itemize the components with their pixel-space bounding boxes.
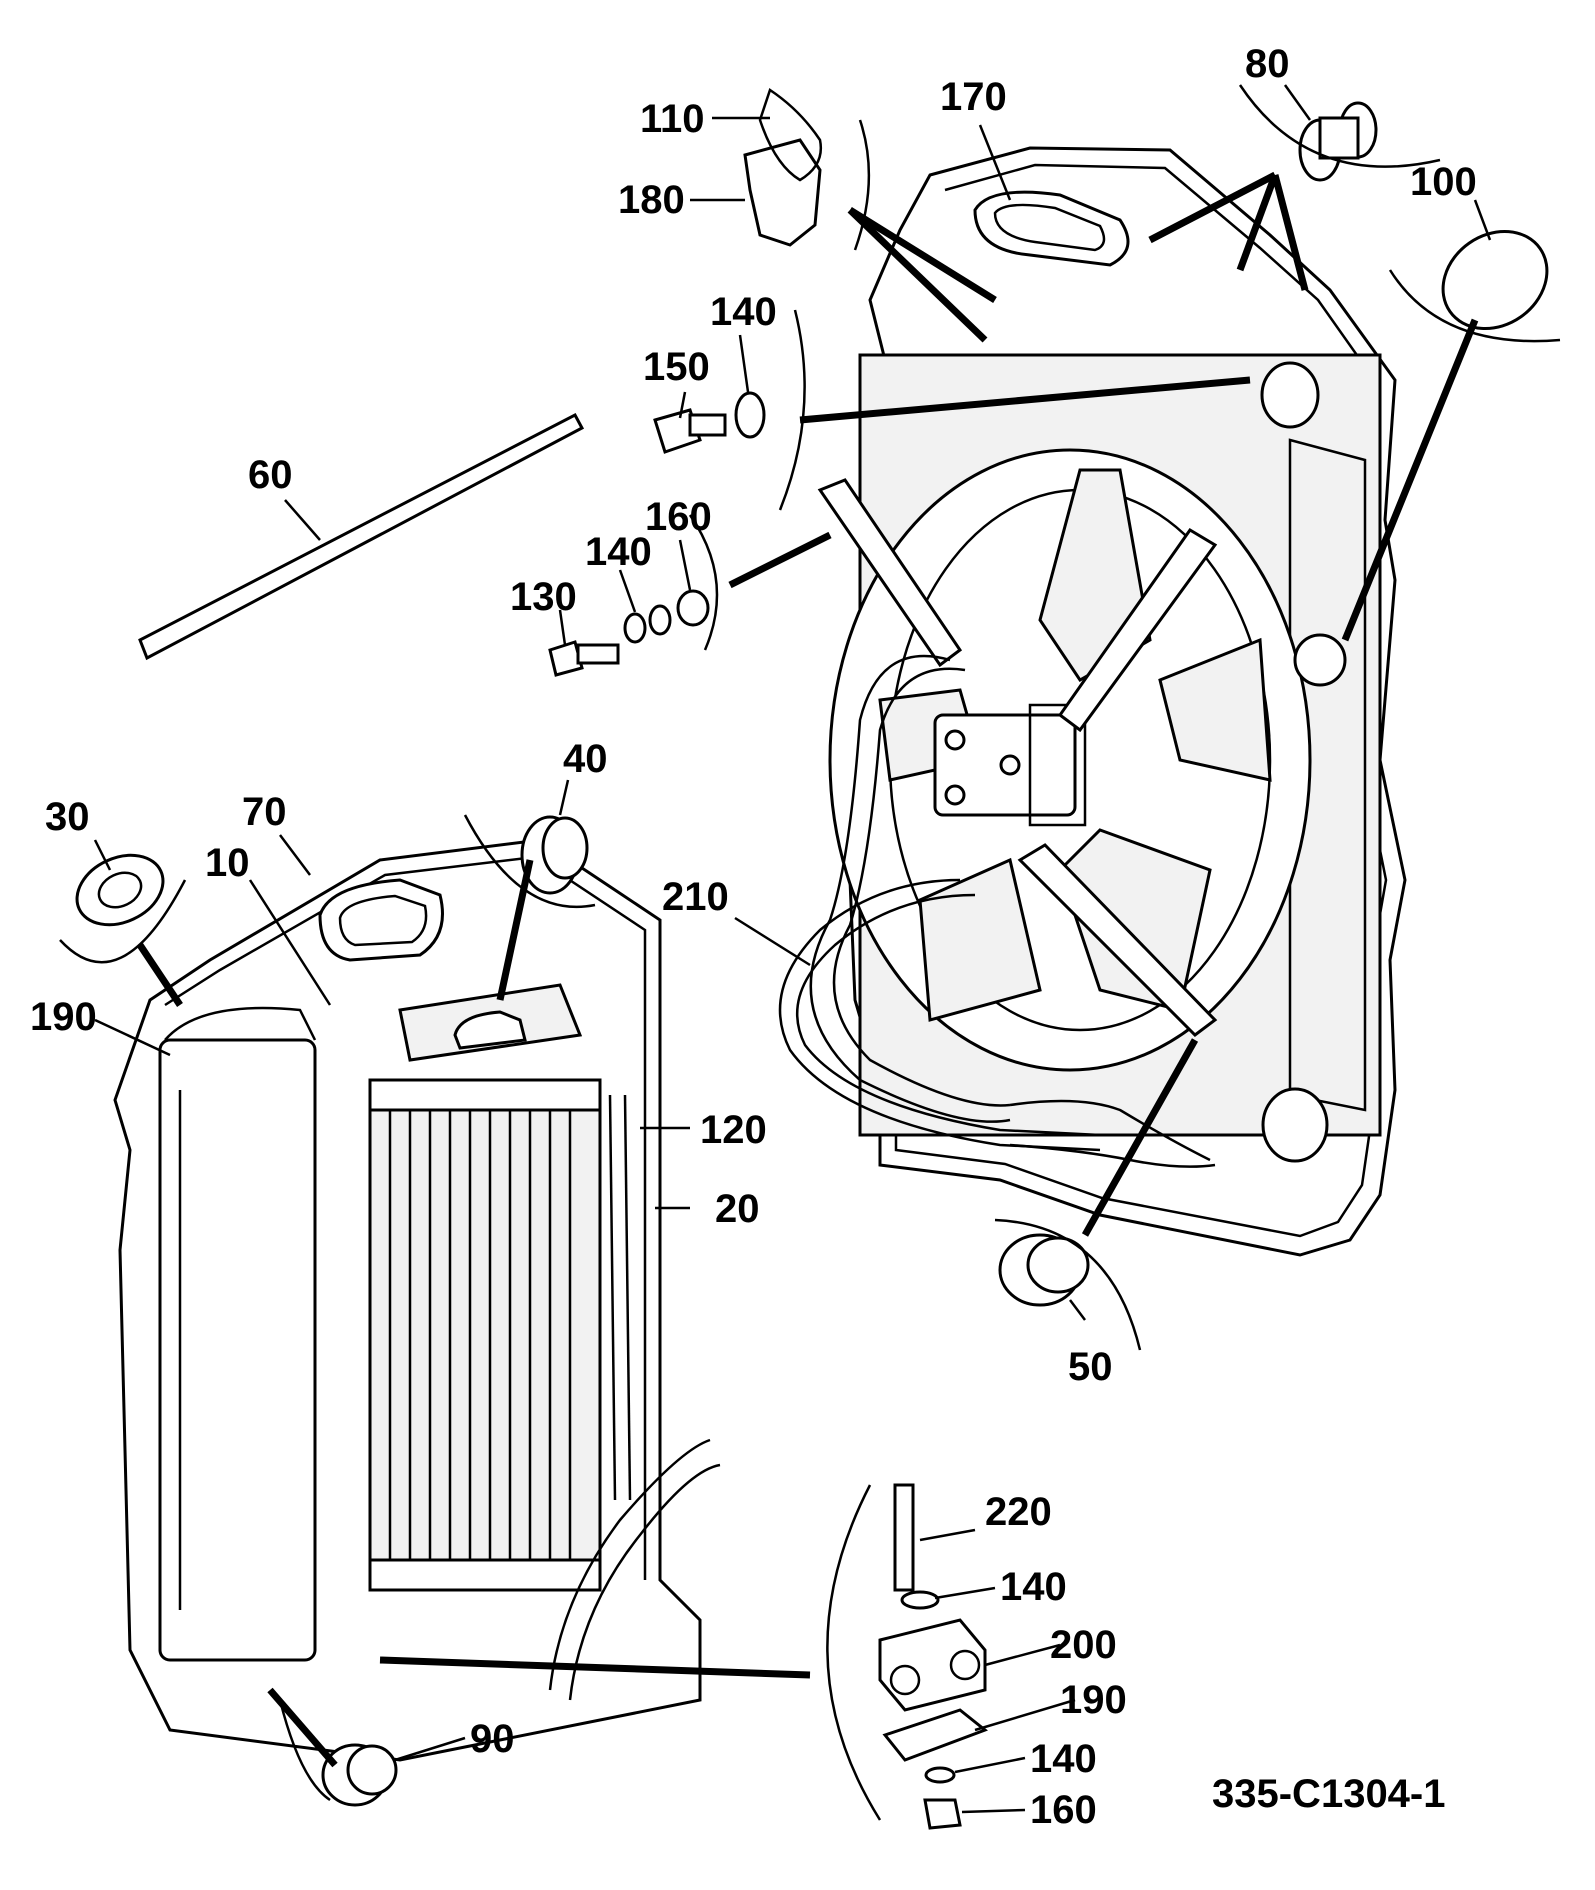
clip-180 [743,138,822,247]
callout-label: 20 [715,1187,760,1231]
callout-label: 160 [645,495,712,539]
callout-label: 60 [248,453,293,497]
pin-110 [758,88,823,182]
seal-strip-60 [138,412,585,661]
nut-160-mid [676,589,710,627]
callout-label: 190 [1060,1678,1127,1722]
plug-100 [1441,229,1549,331]
washer-140-lower [900,1590,940,1610]
callout-label: 150 [643,345,710,389]
callout-label: 40 [563,737,608,781]
callout-label: 70 [242,790,287,834]
plug-50 [998,1233,1090,1307]
label-leaders [93,84,1492,1814]
callout-label: 30 [45,795,90,839]
washer-mid-2 [648,604,672,636]
bolt-130 [548,640,620,677]
callout-label: 140 [710,290,777,334]
grommet-80 [1298,101,1378,182]
clamp-block-200 [878,1618,987,1712]
washer-140-mid [623,612,647,644]
callout-label: 140 [1030,1737,1097,1781]
core-fins [388,1110,572,1560]
callout-label: 80 [1245,42,1290,86]
callout-label: 10 [205,841,250,885]
plug-90 [321,1743,398,1807]
callout-label: 200 [1050,1623,1117,1667]
callout-label: 210 [662,875,729,919]
fan-shroud-assembly [778,146,1407,1257]
callout-label: 140 [1000,1565,1067,1609]
callout-label: 220 [985,1490,1052,1534]
callout-label: 90 [470,1717,515,1761]
detail-callouts [59,84,1561,1821]
bolt-220 [893,1483,915,1592]
callout-label: 140 [585,530,652,574]
callout-labels: 110 180 170 80 100 140 150 60 160 140 13… [30,42,1477,1832]
plug-40 [520,815,589,895]
callout-label: 190 [30,995,97,1039]
callout-label: 110 [640,97,705,141]
plug-30-inner [97,871,143,909]
callout-label: 100 [1410,160,1477,204]
bolt-150 [653,408,727,454]
cooler-pack-assembly [113,838,721,1762]
washer-140-upper [734,391,766,439]
callout-label: 120 [700,1108,767,1152]
nut-160-bottom [923,1798,962,1830]
washer-140-bottom [924,1766,956,1784]
callout-label: 180 [618,178,685,222]
callout-label: 50 [1068,1345,1113,1389]
callout-label: 130 [510,575,577,619]
plate-190-lower [882,1708,988,1762]
drawing-reference: 335-C1304-1 [1212,1772,1446,1816]
callout-label: 170 [940,75,1007,119]
callout-label: 160 [1030,1788,1097,1832]
